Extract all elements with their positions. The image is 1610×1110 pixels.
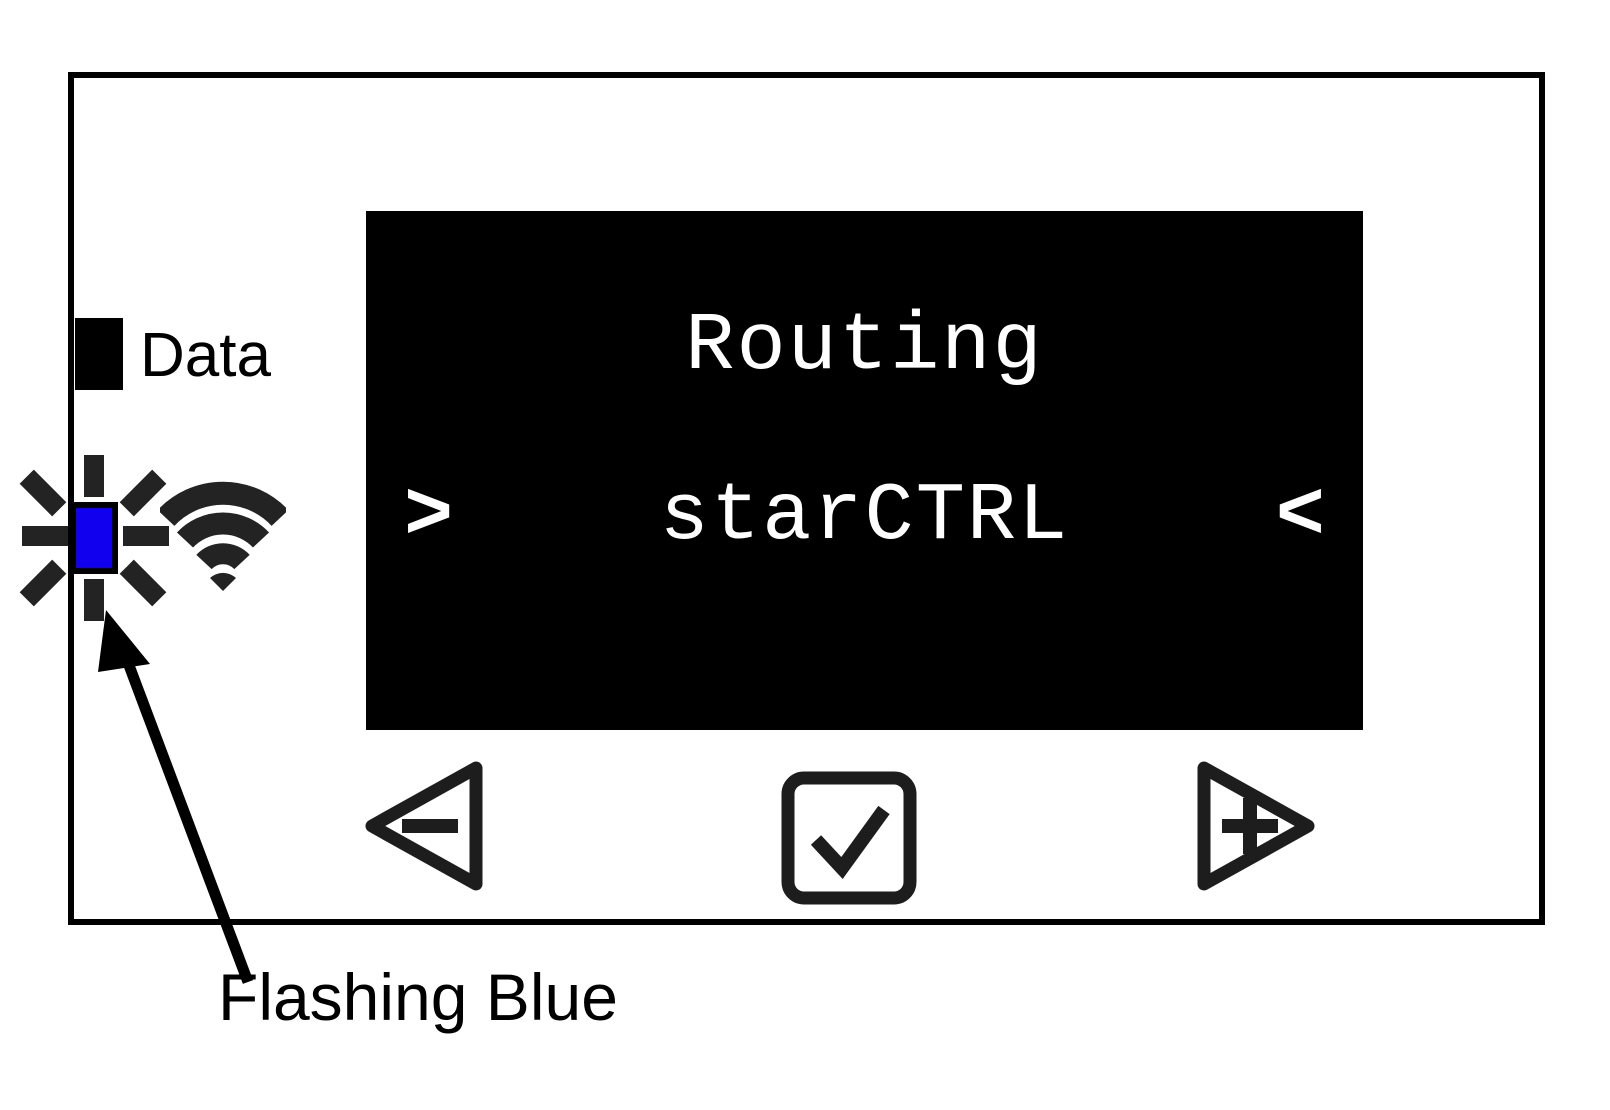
wifi-icon	[160, 481, 286, 591]
lcd-title-text: Routing	[685, 300, 1044, 393]
data-led-indicator	[75, 318, 123, 390]
data-led-label: Data	[140, 321, 271, 390]
led-flash-mark-east	[123, 526, 169, 546]
plus-button[interactable]	[1192, 756, 1322, 896]
annotation-caption: Flashing Blue	[218, 960, 618, 1034]
plus-icon	[1222, 798, 1278, 854]
lcd-display: Routing > starCTRL <	[366, 211, 1363, 730]
led-flash-mark-north	[84, 455, 104, 497]
led-flash-mark-southwest	[19, 559, 67, 607]
ok-button[interactable]	[780, 770, 918, 906]
led-flash-mark-west	[22, 526, 68, 546]
wifi-status-led	[70, 502, 118, 574]
lcd-value-text: starCTRL	[659, 470, 1070, 563]
led-flash-mark-south	[84, 579, 104, 621]
minus-button[interactable]	[358, 756, 488, 896]
led-flash-mark-northwest	[19, 469, 67, 517]
check-icon	[810, 805, 890, 880]
lcd-chevron-right-icon[interactable]: <	[1275, 470, 1325, 563]
minus-icon	[402, 819, 458, 833]
lcd-chevron-left-icon[interactable]: >	[404, 470, 454, 563]
callout-arrow-icon	[98, 610, 254, 984]
